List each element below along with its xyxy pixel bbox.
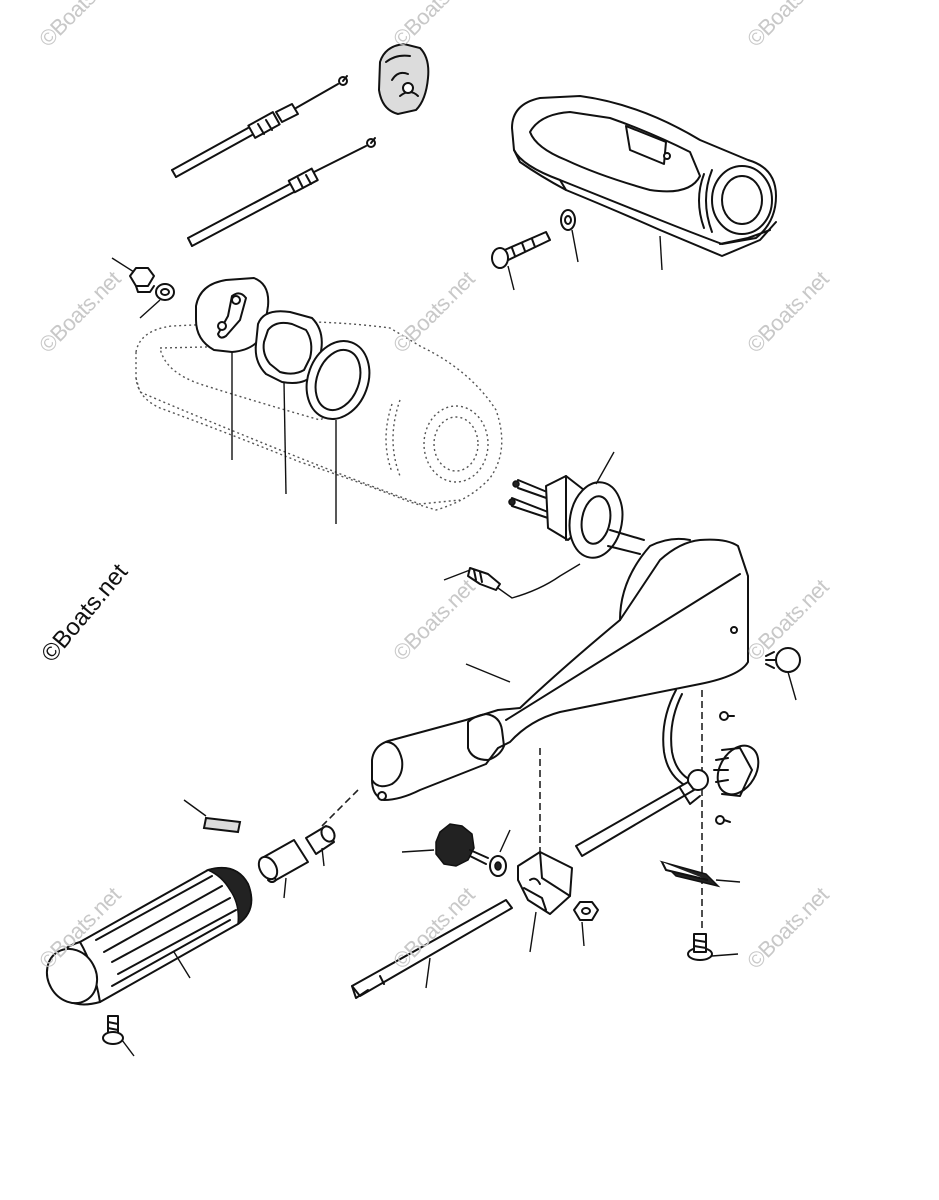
knob-washer: [489, 855, 507, 877]
flat-washer-left: [155, 283, 175, 301]
bracket-washer: [560, 209, 576, 231]
throttle-cable-upper: [171, 75, 348, 178]
cable-plate: [195, 277, 270, 353]
spacer-small: [305, 825, 336, 855]
grip-screw: [102, 1015, 124, 1045]
cable-clamp-block: [377, 42, 430, 116]
shift-rod: [351, 899, 513, 999]
throttle-pulley: [662, 689, 760, 825]
throttle-cable-lower: [187, 137, 376, 247]
tiller-handle-bracket-upper: [511, 95, 777, 257]
grommet: [568, 481, 645, 559]
hex-nut-left: [129, 267, 155, 293]
label-decal-left: [202, 816, 242, 834]
o-ring-seal: [305, 340, 371, 420]
collar-bushing: [257, 839, 309, 883]
friction-block: [517, 851, 573, 915]
throttle-shaft: [575, 781, 701, 857]
cable-retainer: [659, 860, 721, 888]
friction-knob: [435, 823, 489, 867]
small-screw-fitting: [467, 567, 501, 591]
bracket-bolt: [491, 231, 551, 269]
tiller-arm: [371, 537, 749, 801]
twist-grip: [45, 866, 253, 1006]
retainer-screw: [687, 933, 713, 961]
block-nut: [573, 901, 599, 921]
